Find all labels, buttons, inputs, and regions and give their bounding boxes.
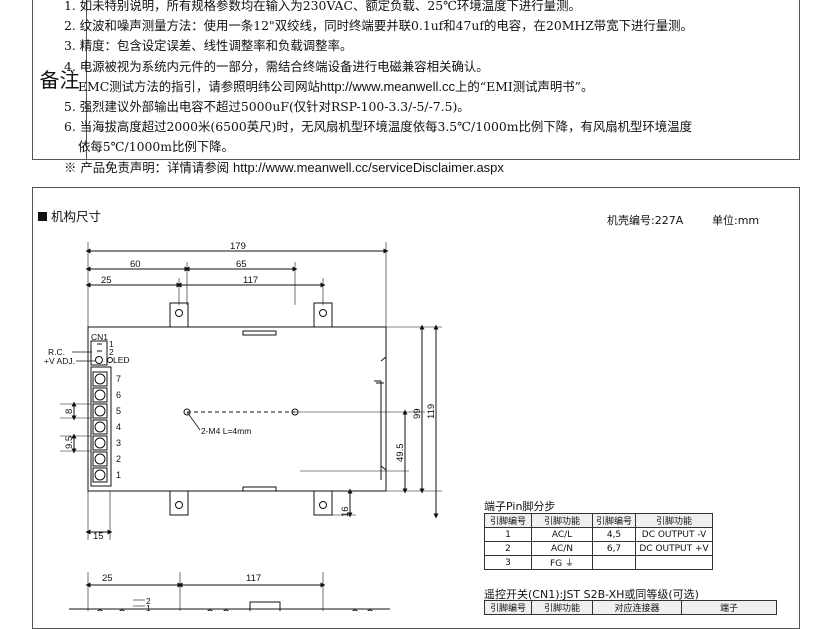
rc-table-title: 遥控开关(CN1):JST S2B-XH或同等级(可选) — [484, 588, 699, 601]
dim-16: 16 — [340, 506, 351, 517]
note-line-3: 3. 精度：包含设定误差、线性调整率和负载调整率。 — [64, 38, 353, 54]
cn1-pin2: 2 — [109, 347, 114, 357]
case-number: 机壳编号:227A — [607, 214, 684, 227]
terminal-num: 5 — [116, 406, 121, 416]
pin-table-title: 端子Pin脚分步 — [484, 500, 556, 513]
square-bullet-icon — [38, 212, 47, 221]
pin-table: 引脚编号 引脚功能 引脚编号 引脚功能 1 AC/L 4,5 DC OUTPUT… — [484, 513, 714, 570]
pin-cell: 3 — [484, 555, 532, 570]
dim-8: 8 — [64, 409, 75, 414]
pin-cell: FG ⏚ — [531, 555, 593, 570]
dim-60: 60 — [130, 259, 141, 270]
dim-bottom-25: 25 — [102, 573, 113, 584]
pin-cell: 4,5 — [591, 527, 637, 542]
terminal-num: 2 — [116, 454, 121, 464]
disclaimer-text: ※ 产品免责声明：详情请参阅 — [64, 159, 230, 175]
notes-label: 备注 — [33, 0, 87, 159]
bottom-pin1: 1 — [146, 603, 151, 611]
dim-179: 179 — [230, 241, 246, 252]
bottom-pin2: 2 — [146, 596, 151, 606]
pin-cell: AC/N — [531, 541, 593, 556]
dim-119: 119 — [426, 404, 437, 419]
screw-label: 2-M4 L=4mm — [201, 426, 251, 436]
terminal-num: 6 — [116, 390, 121, 400]
dim-15: 15 — [93, 531, 104, 542]
note-line-2: 2. 纹波和噪声测量方法：使用一条12"双绞线，同时终端要并联0.1uf和47u… — [64, 18, 693, 34]
pin-cell: DC OUTPUT -V — [635, 527, 714, 542]
rc-table: 引脚编号 引脚功能 对应连接器 端子 — [484, 600, 777, 615]
mech-title-text: 机构尺寸 — [51, 209, 102, 224]
rc-label: R.C. — [48, 347, 65, 357]
table-row: 3 FG ⏚ — [484, 555, 714, 570]
dim-117: 117 — [243, 275, 258, 286]
pin-header: 引脚功能 — [531, 513, 593, 528]
table-row: 1 AC/L 4,5 DC OUTPUT -V — [484, 527, 714, 542]
dim-9-5: 9.5 — [64, 436, 75, 449]
terminal-numbers: 7 6 5 4 3 2 1 — [116, 374, 121, 480]
notes-box: 备注 — [32, 0, 800, 160]
pin-cell: DC OUTPUT +V — [635, 541, 714, 556]
terminal-num: 4 — [116, 422, 121, 432]
psu-body-outline — [87, 326, 387, 492]
terminal-num: 7 — [116, 374, 121, 384]
pin-header: 引脚功能 — [635, 513, 714, 528]
note-line-disclaimer: ※ 产品免责声明：详情请参阅 http://www.meanwell.cc/se… — [64, 158, 764, 178]
note-line-5: 5. 强烈建议外部输出电容不超过5000uF(仅针对RSP-100-3.3/-5… — [64, 98, 470, 114]
mount-tab-bl — [169, 490, 189, 516]
emc-guide-tail: 上的“EMI测试声明书”。 — [454, 78, 594, 94]
note-line-6b: 依每5℃/1000m比例下降。 — [78, 139, 234, 155]
mount-tab-tl — [169, 302, 189, 328]
rc-header: 引脚编号 — [484, 600, 532, 615]
mechanical-drawing: 179 60 65 25 117 99 119 49.5 16 15 8 9.5… — [44, 241, 442, 611]
note-line-1: 1. 如未特别说明，所有规格参数均在输入为230VAC、额定负载、25℃环境温度… — [64, 0, 581, 13]
dim-25: 25 — [101, 275, 112, 286]
dim-bottom-117: 117 — [246, 573, 261, 584]
mount-tab-br — [313, 490, 333, 516]
pin-cell: 1 — [484, 527, 532, 542]
pin-cell: AC/L — [531, 527, 593, 542]
rc-header: 端子 — [681, 600, 777, 615]
notes-list: 1. 如未特别说明，所有规格参数均在输入为230VAC、额定负载、25℃环境温度… — [64, 0, 764, 178]
rc-header: 引脚功能 — [531, 600, 593, 615]
dim-49-5: 49.5 — [395, 444, 406, 463]
led-label: LED — [113, 355, 130, 365]
pin-cell — [635, 555, 714, 570]
unit-label: 单位:mm — [712, 214, 760, 227]
pin-cell: 6,7 — [591, 541, 637, 556]
rc-header: 对应连接器 — [592, 600, 682, 615]
mech-section-title: 机构尺寸 — [38, 206, 101, 225]
pin-cell: 2 — [484, 541, 532, 556]
vadj-label: +V ADJ. — [44, 356, 75, 366]
emc-guide-text: EMC测试方法的指引，请参照明纬公司网站 — [78, 78, 320, 94]
terminal-screws — [92, 371, 108, 483]
note-line-4: 4. 电源被视为系统内元件的一部分，需结合终端设备进行电磁兼容相关确认。 — [64, 58, 489, 74]
terminal-num: 1 — [116, 470, 121, 480]
cn1-pin1: 1 — [109, 339, 114, 349]
table-row: 2 AC/N 6,7 DC OUTPUT +V — [484, 541, 714, 556]
note-line-6: 6. 当海拔高度超过2000米(6500英尺)时，无风扇机型环境温度依每3.5℃… — [64, 119, 692, 135]
pin-header: 引脚编号 — [591, 513, 637, 528]
cn1-label: CN1 — [91, 332, 108, 342]
disclaimer-link[interactable]: http://www.meanwell.cc/serviceDisclaimer… — [232, 159, 504, 175]
mount-tab-tr — [313, 302, 333, 328]
note-line-4b: EMC测试方法的指引，请参照明纬公司网站http://www.meanwell.… — [64, 77, 764, 97]
dim-99: 99 — [412, 408, 423, 419]
pin-cell — [591, 555, 637, 570]
terminal-num: 3 — [116, 438, 121, 448]
pin-header: 引脚编号 — [484, 513, 532, 528]
dim-65: 65 — [236, 259, 247, 270]
meanwell-link[interactable]: http://www.meanwell.cc — [319, 78, 455, 94]
